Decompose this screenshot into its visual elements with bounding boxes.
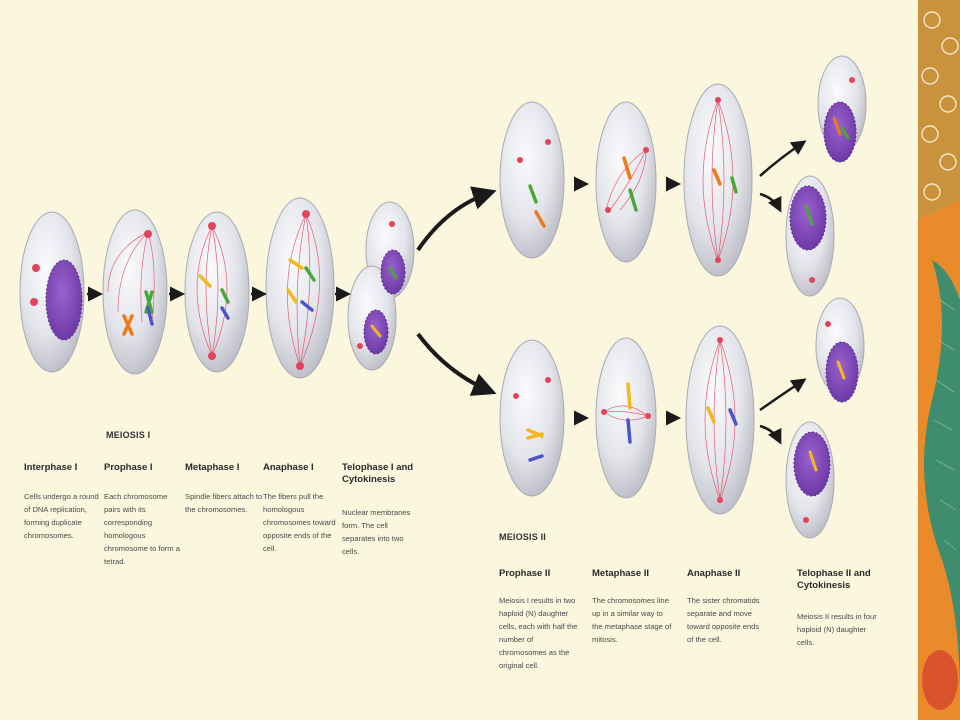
nucleus: [45, 259, 83, 341]
cell-telophase-ii-c: [815, 297, 865, 403]
chromosome: [626, 418, 632, 444]
stage-title-metaphase-i: Metaphase I: [185, 462, 240, 473]
chromosome: [286, 288, 298, 304]
chromosome: [840, 126, 850, 140]
chromosome: [528, 454, 544, 462]
chromosome: [370, 324, 382, 338]
chromosome: [388, 266, 398, 280]
cell-metaphase-ii-bottom: [595, 337, 657, 499]
stage-title-anaphase-i: Anaphase I: [263, 462, 314, 473]
chromosome: [626, 382, 632, 410]
stage-title-prophase-i: Prophase I: [104, 462, 153, 473]
chromosome: [198, 274, 212, 288]
cell-telophase-i: [347, 201, 415, 371]
chromosome: [836, 360, 846, 380]
cell-prophase-ii-top: [499, 101, 565, 259]
chromosome: [628, 188, 638, 212]
cell-metaphase-i: [184, 211, 250, 373]
nucleus: [789, 185, 827, 251]
stage-desc-telophase-ii: Meiosis II results in four haploid (N) d…: [797, 612, 877, 647]
chromosome: [804, 204, 814, 226]
stage-desc-anaphase-ii: The sister chromatids separate and move …: [687, 596, 760, 644]
stage-desc-prophase-i: Each chromosome pairs with its correspon…: [104, 492, 180, 566]
stage-title-prophase-ii: Prophase II: [499, 568, 551, 579]
meiosis-ii-heading: MEIOSIS II: [499, 532, 547, 542]
stage-title-interphase-i: Interphase I: [24, 462, 78, 473]
stage-title-anaphase-ii: Anaphase II: [687, 568, 741, 579]
chromosome: [622, 156, 632, 180]
cell-interphase-i: [19, 211, 85, 373]
meiosis-i-heading: MEIOSIS I: [106, 430, 151, 440]
centrosome: [30, 264, 40, 306]
cell-prophase-i: [102, 209, 168, 375]
stage-title-telophase-ii: Telophase II and Cytokinesis: [797, 568, 871, 591]
diagram-artwork: [19, 55, 867, 539]
cell-prophase-ii-bottom: [499, 339, 565, 497]
cell-anaphase-ii-top: [683, 83, 753, 277]
chromosome: [730, 176, 738, 194]
stage-desc-telophase-i: Nuclear membranes form. The cell separat…: [342, 508, 411, 556]
chromosome: [712, 168, 722, 186]
stage-desc-metaphase-i: Spindle fibers attach to the chromosomes…: [185, 492, 263, 514]
chromosome: [526, 428, 544, 440]
stage-desc-prophase-ii: Meiosis I results in two haploid (N) dau…: [499, 596, 578, 670]
cell-telophase-ii-d: [785, 421, 835, 539]
decorative-side-strip: [918, 0, 960, 720]
split-arrows: [416, 186, 497, 396]
chromosome: [534, 210, 546, 228]
cell-telophase-ii-b: [785, 175, 835, 297]
stage-title-metaphase-ii: Metaphase II: [592, 568, 650, 579]
chromosome: [808, 450, 818, 472]
cell-telophase-ii-a: [817, 55, 867, 163]
chromosome: [220, 306, 230, 320]
chromosome: [832, 116, 842, 136]
chromosome: [528, 184, 538, 204]
stage-desc-anaphase-i: The fibers pull the homologous chromosom…: [263, 492, 336, 553]
chromosome: [220, 288, 230, 304]
chromosome: [728, 408, 738, 426]
cell-metaphase-ii-top: [595, 101, 657, 263]
chromosome: [122, 314, 134, 336]
chromosome: [146, 306, 154, 326]
chromosome: [300, 300, 314, 312]
stage-desc-metaphase-ii: The chromosomes line up in a similar way…: [592, 596, 672, 644]
chromosome: [288, 258, 304, 270]
cell-anaphase-i: [265, 197, 335, 379]
stage-desc-interphase-i: Cells undergo a round of DNA replication…: [24, 492, 99, 540]
nucleus: [793, 431, 831, 497]
cell-anaphase-ii-bottom: [685, 325, 755, 515]
arrows-meiosis-ii: [574, 140, 807, 445]
chromosome: [304, 266, 316, 282]
chromosome: [706, 406, 716, 424]
stage-title-telophase-i: Telophase I and Cytokinesis: [342, 462, 414, 485]
